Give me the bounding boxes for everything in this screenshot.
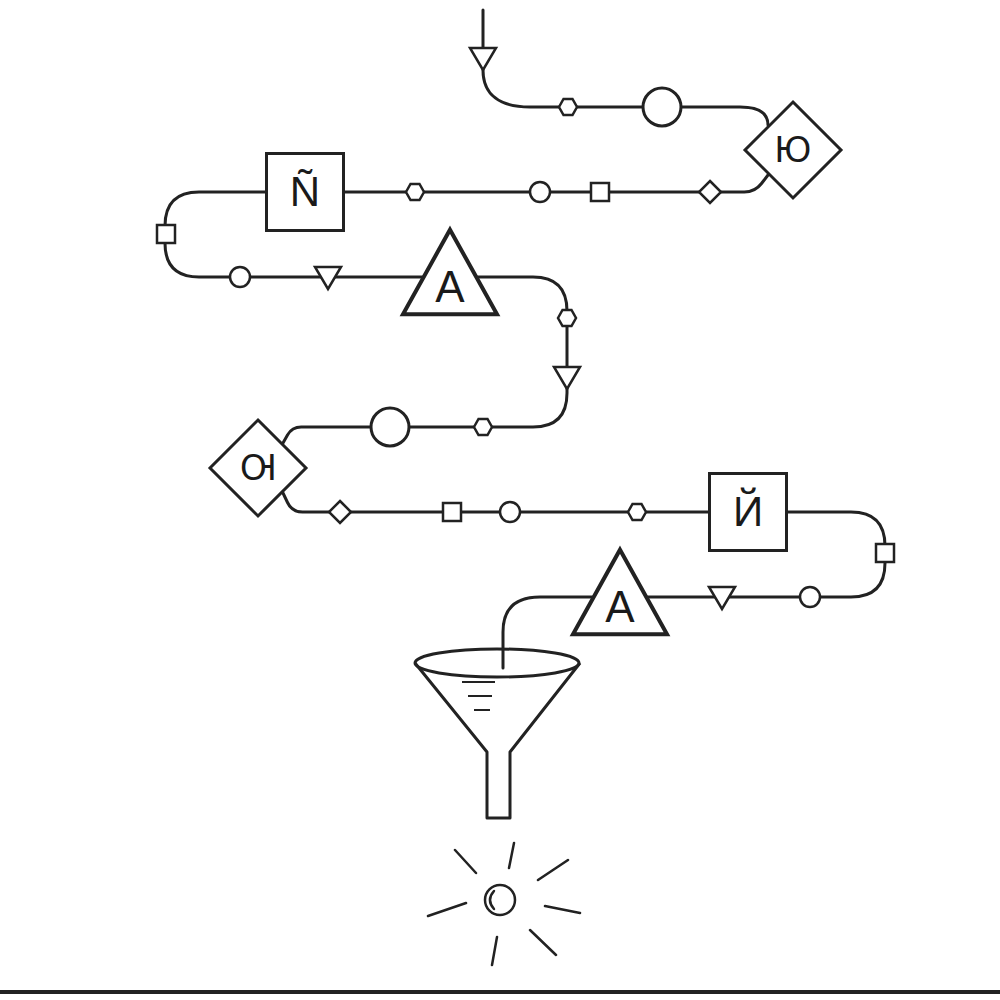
light-burst (428, 843, 580, 965)
triangle-marker (709, 587, 735, 609)
circle-marker (230, 267, 250, 287)
process-box: Й (708, 472, 788, 552)
diamond-marker (699, 181, 721, 203)
hex-marker (558, 310, 576, 326)
square-marker (443, 503, 461, 521)
diamond-marker (329, 501, 351, 523)
square-marker (591, 183, 609, 201)
triangle-marker (554, 367, 580, 389)
node-label: A (605, 585, 634, 629)
hex-marker (474, 419, 492, 435)
funnel-rim (415, 649, 579, 677)
circle-marker (530, 182, 550, 202)
decision-diamond: Ю (208, 418, 308, 518)
square-marker (157, 225, 175, 243)
funnel-body (415, 663, 580, 818)
decision-diamond: Ю (743, 100, 843, 200)
node-label: A (435, 265, 464, 309)
hex-marker (559, 99, 577, 115)
circle-marker (500, 502, 520, 522)
circle-marker (371, 408, 409, 446)
circle-marker (800, 587, 820, 607)
square-marker (876, 544, 894, 562)
process-box: Ñ (265, 152, 345, 232)
flow-line (483, 10, 768, 668)
light-crescent (490, 891, 494, 909)
path-markers (157, 48, 894, 609)
light-rays (428, 843, 580, 965)
start-arrow (470, 48, 496, 70)
triangle-node: A (570, 547, 670, 637)
hex-marker (406, 184, 424, 200)
node-label: Й (733, 491, 763, 533)
funnel (415, 649, 580, 818)
funnel-liquid (462, 682, 495, 710)
start-line (483, 10, 768, 125)
circle-marker (643, 88, 681, 126)
light-core (485, 885, 515, 915)
hex-marker (628, 504, 646, 520)
node-label: Ю (240, 450, 276, 486)
triangle-marker (315, 267, 341, 289)
triangle-node: A (400, 227, 500, 317)
node-label: Ñ (290, 171, 320, 213)
node-label: Ю (775, 132, 811, 168)
ground-line (0, 990, 1000, 994)
